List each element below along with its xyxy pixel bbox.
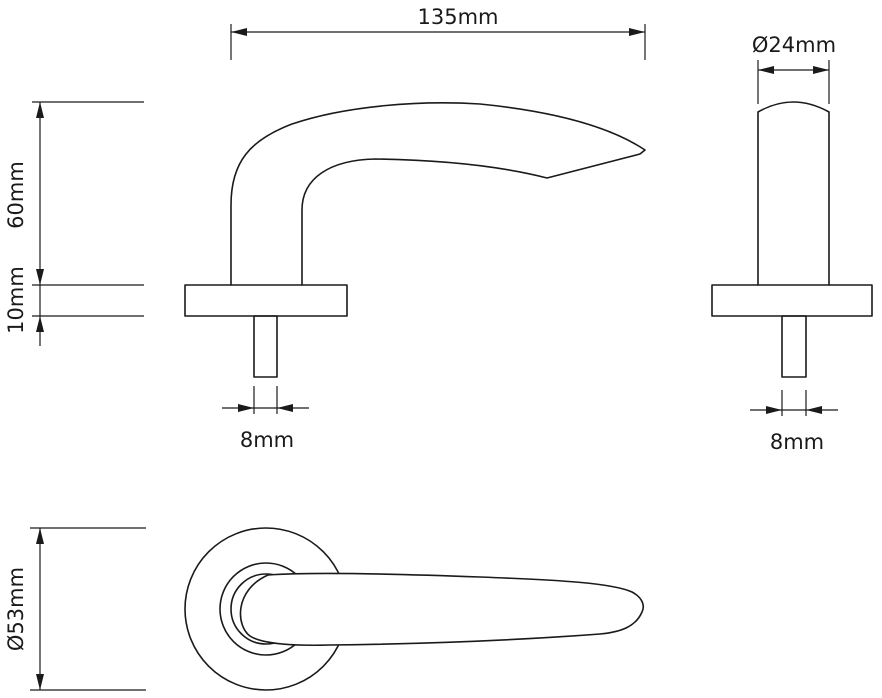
arrow-right <box>629 28 645 36</box>
top-lever-outline <box>239 572 645 647</box>
dim-overall-length: 135mm <box>230 5 646 60</box>
top-view <box>184 527 645 691</box>
arrow-left <box>766 406 782 414</box>
arrow-left <box>758 66 774 74</box>
dim-label-rose-diameter: Ø53mm <box>4 567 28 651</box>
dim-rose-diameter: Ø53mm <box>4 527 146 691</box>
arrow-right <box>806 406 822 414</box>
arrow-right <box>813 66 829 74</box>
arrow-right <box>277 404 293 412</box>
dim-vertical-heights: 60mm 10mm <box>4 101 144 346</box>
arrow-top <box>36 102 44 118</box>
side-spindle <box>781 315 807 378</box>
arrow-bottom <box>36 674 44 690</box>
arrow-bottom <box>36 269 44 285</box>
dim-spindle-side: 8mm <box>750 390 838 454</box>
dim-label-handle-diameter: Ø24mm <box>752 33 836 57</box>
front-spindle <box>253 315 278 378</box>
dim-label-rose-thickness: 10mm <box>4 266 28 334</box>
dim-handle-diameter: Ø24mm <box>752 33 836 104</box>
dim-label-overall-length: 135mm <box>418 5 499 29</box>
arrow-left <box>231 28 247 36</box>
dim-label-spindle-front: 8mm <box>240 428 294 452</box>
arrow-rose-bottom <box>36 316 44 332</box>
side-view <box>711 101 873 378</box>
front-rose-plate <box>184 284 348 317</box>
dim-spindle-front: 8mm <box>222 386 309 452</box>
dim-label-handle-height: 60mm <box>4 161 28 229</box>
arrow-left <box>238 404 254 412</box>
side-rose-plate <box>711 284 873 317</box>
arrow-top <box>36 528 44 544</box>
dim-label-spindle-side: 8mm <box>770 430 824 454</box>
side-handle-outline <box>757 101 830 286</box>
front-lever-outline <box>230 102 646 286</box>
front-view <box>184 102 646 378</box>
